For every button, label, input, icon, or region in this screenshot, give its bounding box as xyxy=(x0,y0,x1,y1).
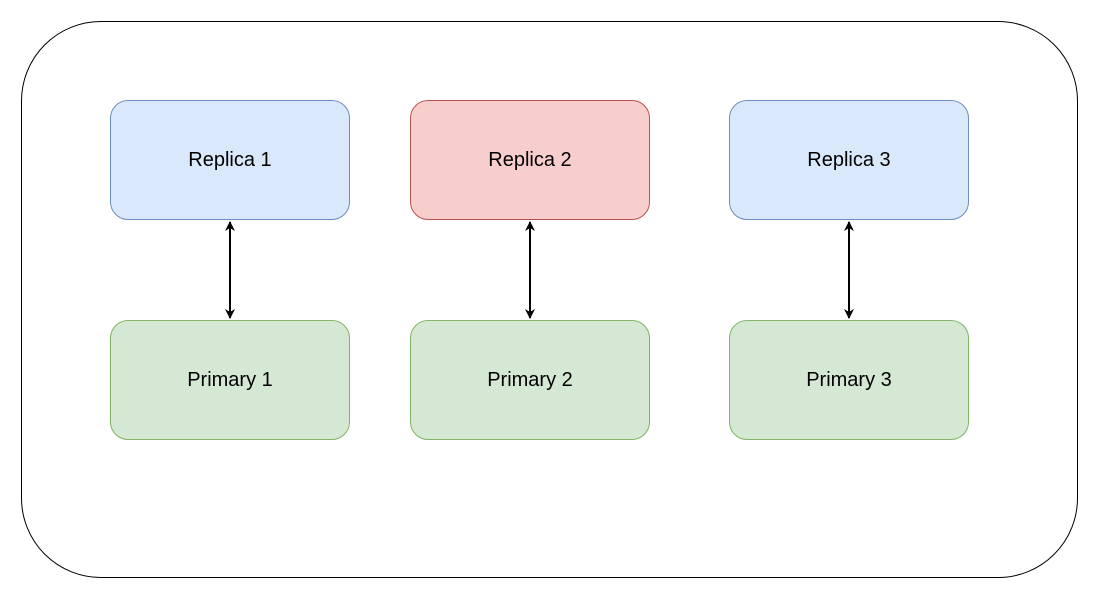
replica-1-label: Replica 1 xyxy=(188,148,272,171)
replica-2-label: Replica 2 xyxy=(488,148,572,171)
replica-3-label: Replica 3 xyxy=(807,148,891,171)
primary-1-node: Primary 1 xyxy=(110,320,350,440)
replica-3-node: Replica 3 xyxy=(729,100,969,220)
replica-1-node: Replica 1 xyxy=(110,100,350,220)
primary-3-label: Primary 3 xyxy=(806,368,892,391)
primary-1-label: Primary 1 xyxy=(187,368,273,391)
primary-2-label: Primary 2 xyxy=(487,368,573,391)
replica-2-node: Replica 2 xyxy=(410,100,650,220)
primary-2-node: Primary 2 xyxy=(410,320,650,440)
primary-3-node: Primary 3 xyxy=(729,320,969,440)
